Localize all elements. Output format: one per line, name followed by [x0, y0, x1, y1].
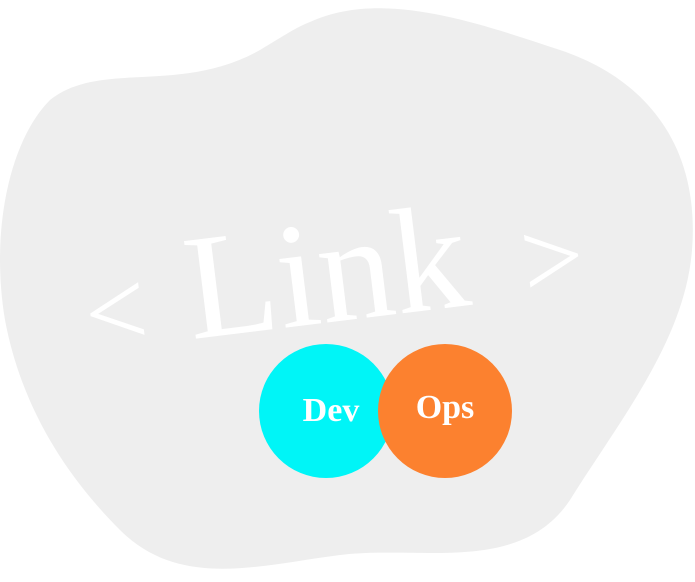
background-blob	[0, 8, 693, 569]
ops-circle	[378, 344, 512, 478]
open-bracket: <	[78, 247, 154, 376]
dev-circle	[259, 344, 393, 478]
ops-label: Ops	[416, 389, 475, 426]
dev-label: Dev	[303, 392, 360, 429]
wordmark-link: Link	[175, 173, 476, 372]
wordmark-group: < Link >	[78, 173, 591, 376]
close-bracket: >	[514, 193, 590, 322]
